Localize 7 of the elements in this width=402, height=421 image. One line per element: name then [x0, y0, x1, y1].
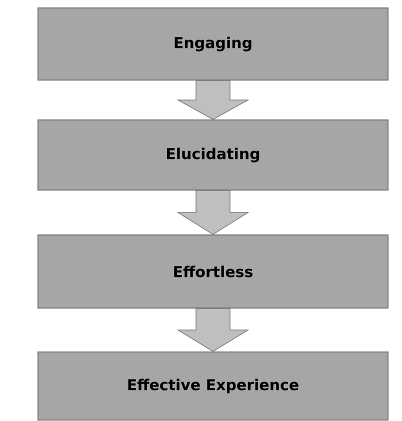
- block-arrow: [176, 190, 250, 235]
- process-box: Effective Experience: [37, 351, 389, 421]
- process-box: Elucidating: [37, 119, 389, 191]
- block-arrow: [176, 80, 250, 120]
- block-arrow: [176, 308, 250, 352]
- process-box: Engaging: [37, 7, 389, 81]
- process-box: Effortless: [37, 234, 389, 309]
